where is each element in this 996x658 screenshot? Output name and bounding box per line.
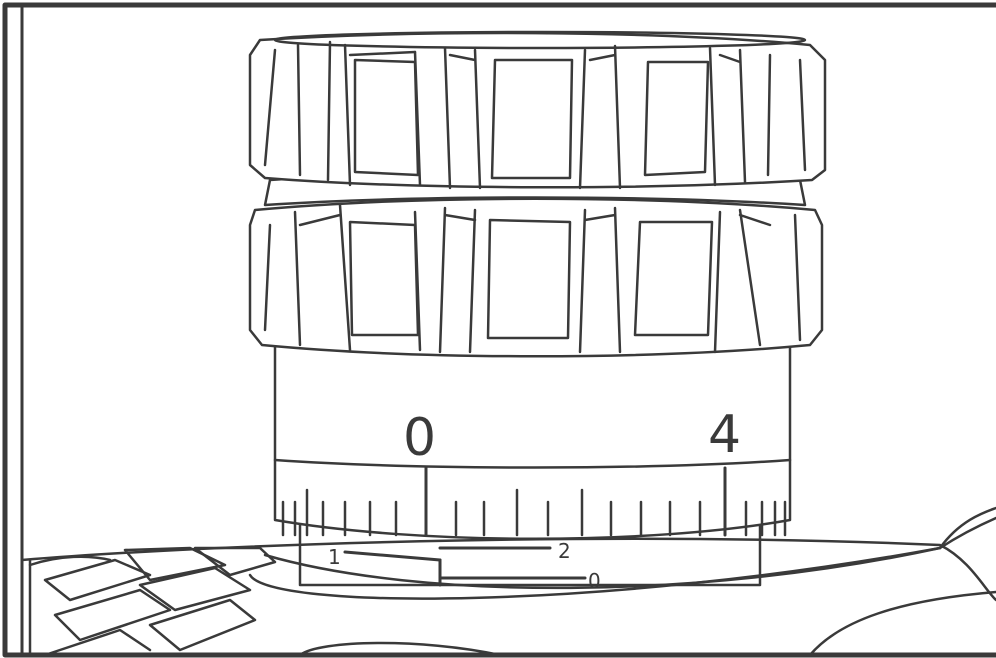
scope-body bbox=[20, 516, 996, 657]
adjacent-knob-icon bbox=[28, 546, 277, 657]
dial-drum: 0 4 bbox=[273, 343, 792, 540]
lower-knurl-ring bbox=[248, 197, 824, 358]
turret-cap-icon bbox=[248, 30, 827, 190]
rev-label-0: 0 bbox=[588, 569, 601, 593]
revolution-indicator-icon: 1 2 0 bbox=[328, 539, 601, 593]
rev-label-2: 2 bbox=[558, 539, 571, 563]
scope-body-right bbox=[938, 506, 996, 550]
dial-label-four: 4 bbox=[708, 405, 741, 465]
dial-base bbox=[263, 518, 942, 590]
dial-ticks bbox=[281, 466, 787, 537]
rev-label-1: 1 bbox=[328, 545, 341, 569]
dial-label-zero: 0 bbox=[403, 408, 436, 468]
